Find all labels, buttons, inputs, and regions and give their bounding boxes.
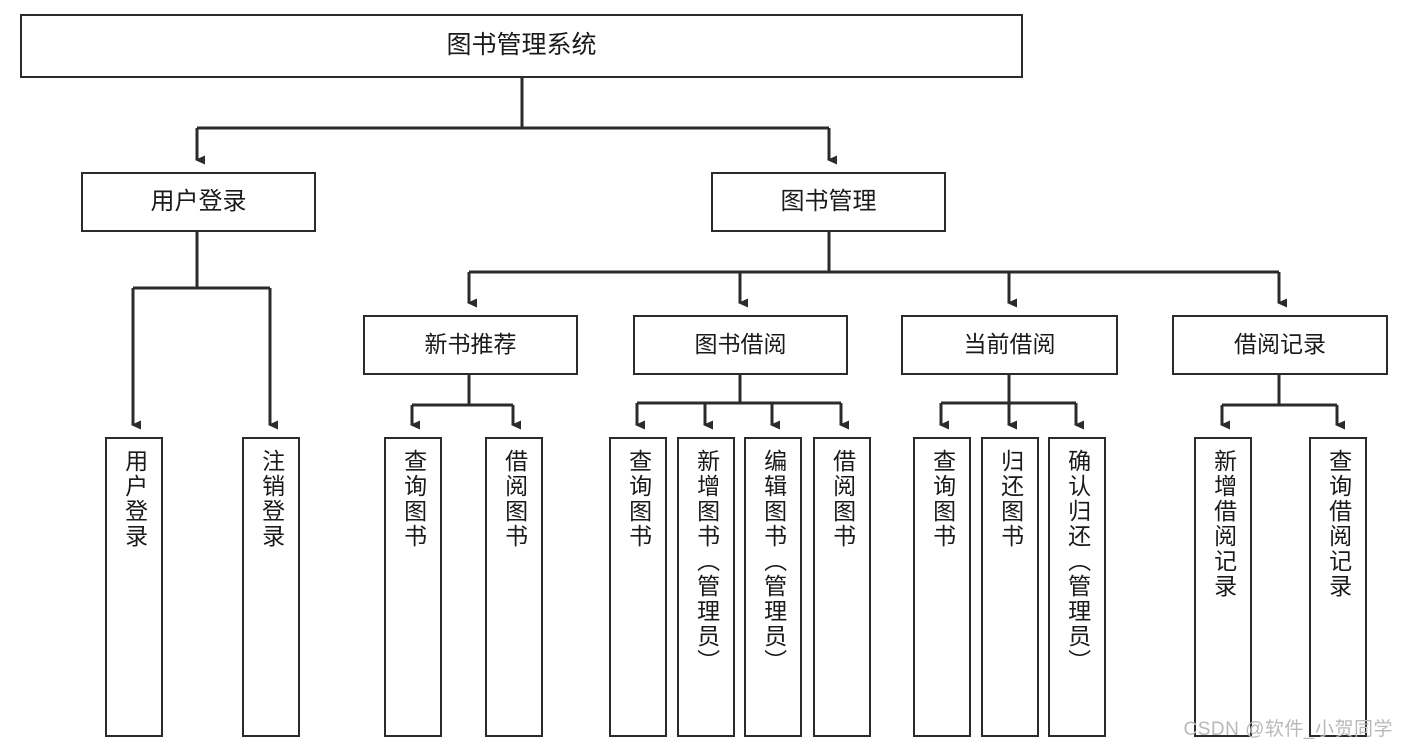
leaf-return-book-label: 归还图书 [997, 449, 1024, 549]
leaf-query-book-current-label: 查询图书 [929, 449, 956, 549]
node-book-borrow-label: 图书借阅 [694, 331, 787, 358]
leaf-query-book-borrow[interactable]: 查询图书 [609, 437, 667, 737]
leaf-add-borrow-record[interactable]: 新增借阅记录 [1194, 437, 1252, 737]
node-current-borrow[interactable]: 当前借阅 [901, 315, 1118, 375]
leaf-confirm-return-admin[interactable]: 确认归还（管理员） [1048, 437, 1106, 737]
leaf-confirm-return-admin-label: 确认归还（管理员） [1064, 449, 1091, 674]
leaf-query-book-recommend[interactable]: 查询图书 [384, 437, 442, 737]
leaf-query-book-borrow-label: 查询图书 [625, 449, 652, 549]
leaf-add-borrow-record-label: 新增借阅记录 [1210, 449, 1237, 599]
node-borrow-record-label: 借阅记录 [1234, 331, 1326, 358]
node-borrow-record[interactable]: 借阅记录 [1172, 315, 1388, 375]
node-root-label: 图书管理系统 [446, 31, 597, 60]
leaf-borrow-book-recommend[interactable]: 借阅图书 [485, 437, 543, 737]
leaf-add-book-admin-label: 新增图书（管理员） [693, 449, 720, 674]
leaf-return-book[interactable]: 归还图书 [981, 437, 1039, 737]
leaf-logout[interactable]: 注销登录 [242, 437, 300, 737]
node-user-login[interactable]: 用户登录 [81, 172, 316, 232]
node-new-book-recommend-label: 新书推荐 [424, 331, 517, 358]
leaf-query-borrow-record-label: 查询借阅记录 [1325, 449, 1352, 599]
node-user-login-label: 用户登录 [150, 187, 247, 215]
node-book-management[interactable]: 图书管理 [711, 172, 946, 232]
node-new-book-recommend[interactable]: 新书推荐 [363, 315, 578, 375]
node-book-management-label: 图书管理 [780, 187, 877, 215]
leaf-borrow-book-label: 借阅图书 [829, 449, 856, 549]
node-current-borrow-label: 当前借阅 [963, 331, 1056, 358]
leaf-borrow-book-recommend-label: 借阅图书 [501, 449, 528, 549]
leaf-borrow-book[interactable]: 借阅图书 [813, 437, 871, 737]
leaf-query-book-recommend-label: 查询图书 [400, 449, 427, 549]
watermark-text: CSDN @软件_小贺同学 [1183, 719, 1393, 740]
leaf-user-login[interactable]: 用户登录 [105, 437, 163, 737]
leaf-edit-book-admin[interactable]: 编辑图书（管理员） [744, 437, 802, 737]
leaf-add-book-admin[interactable]: 新增图书（管理员） [677, 437, 735, 737]
node-root[interactable]: 图书管理系统 [20, 14, 1023, 78]
node-book-borrow[interactable]: 图书借阅 [633, 315, 848, 375]
leaf-query-book-current[interactable]: 查询图书 [913, 437, 971, 737]
leaf-user-login-label: 用户登录 [121, 449, 148, 549]
leaf-query-borrow-record[interactable]: 查询借阅记录 [1309, 437, 1367, 737]
leaf-logout-label: 注销登录 [258, 449, 285, 549]
leaf-edit-book-admin-label: 编辑图书（管理员） [760, 449, 787, 674]
